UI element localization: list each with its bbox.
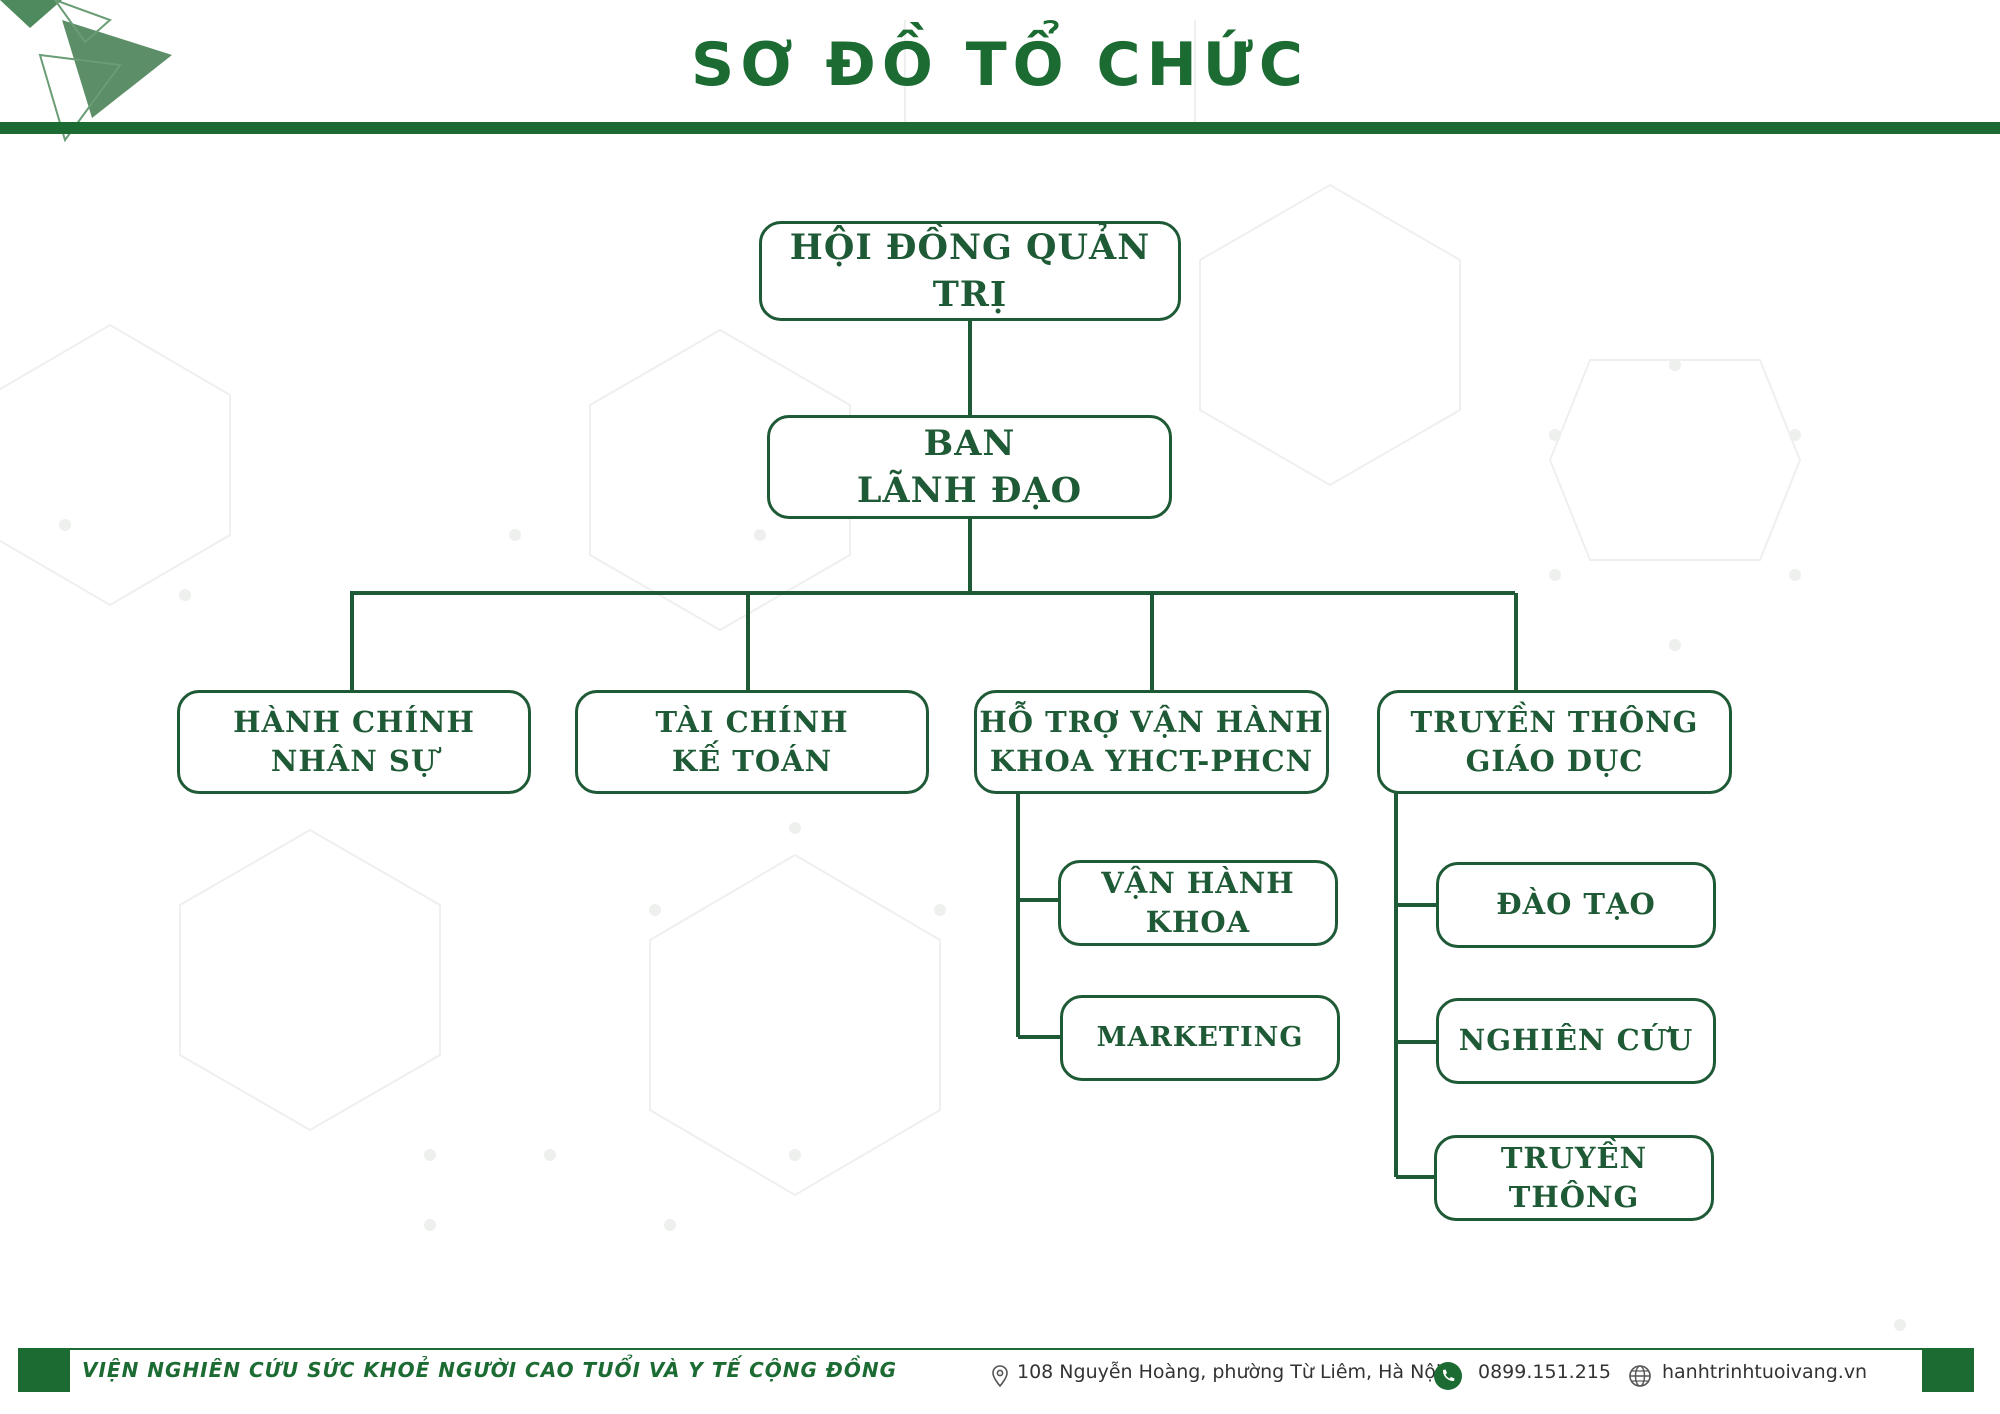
location-pin-icon: [992, 1365, 1008, 1388]
footer-left-block: [18, 1350, 70, 1392]
footer-phone: 0899.151.215: [1478, 1361, 1611, 1383]
finance-label-line1: TÀI CHÍNH: [655, 704, 849, 739]
header-divider: [0, 122, 2000, 134]
admin-hr-box: HÀNH CHÍNH NHÂN SỰ: [177, 690, 531, 794]
admin-hr-label-line2: NHÂN SỰ: [270, 744, 438, 778]
page-title: SƠ ĐỒ TỔ CHỨC: [691, 30, 1309, 100]
research-label: NGHIÊN CỨU: [1458, 1023, 1694, 1058]
communication-education-box: TRUYỀN THÔNG GIÁO DỤC: [1377, 690, 1732, 794]
research-box: NGHIÊN CỨU: [1436, 998, 1716, 1084]
finance-label-line2: KẾ TOÁN: [671, 744, 833, 778]
operations-label-line1: HỖ TRỢ VẬN HÀNH: [979, 704, 1324, 739]
leadership-box: BAN LÃNH ĐẠO: [767, 415, 1172, 519]
board-label: HỘI ĐỒNG QUẢN TRỊ: [789, 226, 1151, 315]
training-box: ĐÀO TẠO: [1436, 862, 1716, 948]
triangle-logo-icon: [0, 0, 172, 143]
media-label-line2: THÔNG: [1508, 1180, 1640, 1214]
operations-support-box: HỖ TRỢ VẬN HÀNH KHOA YHCT-PHCN: [974, 690, 1329, 794]
admin-hr-label-line1: HÀNH CHÍNH: [233, 704, 475, 739]
leadership-label-line2: LÃNH ĐẠO: [856, 470, 1083, 511]
dept-ops-label-line1: VẬN HÀNH: [1101, 865, 1295, 900]
media-box: TRUYỀN THÔNG: [1434, 1135, 1714, 1221]
marketing-label: MARKETING: [1096, 1021, 1304, 1053]
footer-divider: [18, 1348, 1974, 1350]
finance-accounting-box: TÀI CHÍNH KẾ TOÁN: [575, 690, 929, 794]
footer-organization-name: VIỆN NGHIÊN CỨU SỨC KHOẺ NGƯỜI CAO TUỔI …: [82, 1358, 897, 1382]
board-of-directors-box: HỘI ĐỒNG QUẢN TRỊ: [759, 221, 1181, 321]
department-operations-box: VẬN HÀNH KHOA: [1058, 860, 1338, 946]
marketing-box: MARKETING: [1060, 995, 1340, 1081]
operations-label-line2: KHOA YHCT-PHCN: [989, 744, 1314, 778]
communication-label-line1: TRUYỀN THÔNG: [1410, 704, 1699, 739]
leadership-label-line1: BAN: [923, 422, 1016, 464]
footer-address: 108 Nguyễn Hoàng, phường Từ Liêm, Hà Nội…: [1017, 1361, 1448, 1383]
footer-right-block: [1922, 1350, 1974, 1392]
dept-ops-label-line2: KHOA: [1145, 905, 1251, 939]
footer-website[interactable]: hanhtrinhtuoivang.vn: [1662, 1361, 1868, 1383]
training-label: ĐÀO TẠO: [1496, 887, 1656, 922]
phone-icon: [1434, 1362, 1462, 1390]
globe-icon: [1629, 1365, 1651, 1387]
communication-label-line2: GIÁO DỤC: [1465, 744, 1644, 778]
media-label-line1: TRUYỀN: [1500, 1140, 1648, 1175]
